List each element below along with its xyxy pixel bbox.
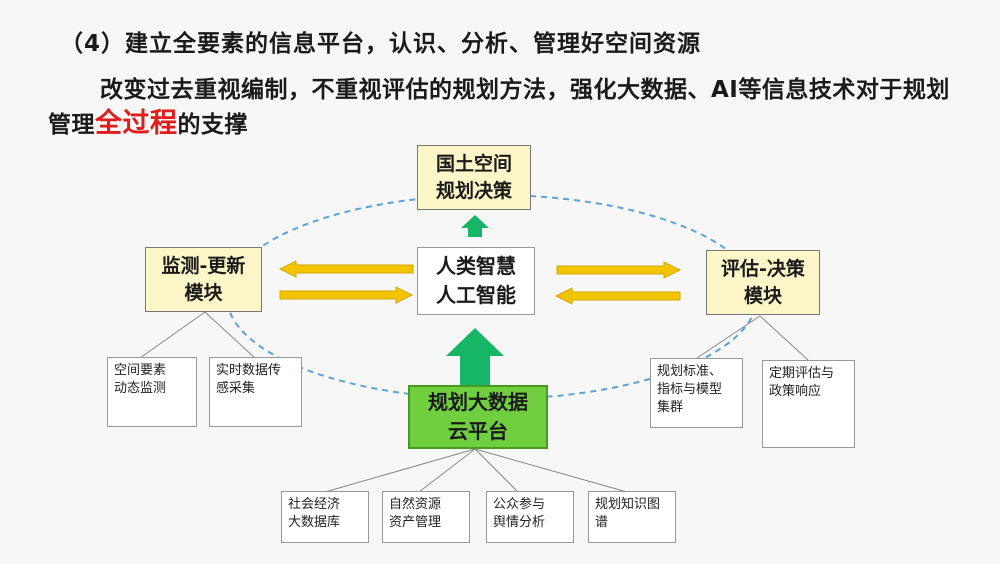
paragraph-text-end: 的支撑 (177, 112, 248, 138)
right-box-evaluation-module: 评估-决策 模块 (706, 250, 820, 315)
center-box-label: 人类智慧 人工智能 (436, 254, 516, 307)
leaf-label: 定期评估与 政策响应 (769, 366, 835, 399)
left-box-label: 监测-更新 模块 (161, 254, 246, 304)
left-box-monitoring-module: 监测-更新 模块 (145, 247, 262, 312)
right-box-label: 评估-决策 模块 (721, 257, 805, 307)
yellow-arrow-left-bottom (279, 286, 414, 304)
green-up-arrow-large (446, 328, 504, 385)
paragraph-highlight: 全过程 (95, 108, 178, 139)
leaf-label: 公众参与 舆情分析 (493, 497, 546, 530)
bottom-box-label: 规划大数据 云平台 (428, 390, 528, 443)
bottom-box-bigdata-platform: 规划大数据 云平台 (408, 385, 548, 449)
leaf-spatial-monitoring: 空间要素 动态监测 (107, 357, 197, 427)
top-box-label: 国土空间 规划决策 (435, 152, 512, 202)
yellow-arrow-right-bottom (554, 287, 681, 305)
leaf-label: 社会经济 大数据库 (288, 497, 341, 530)
leaf-natural-resources: 自然资源 资产管理 (382, 491, 470, 543)
leaf-public-participation: 公众参与 舆情分析 (486, 491, 574, 543)
leaf-realtime-sensing: 实时数据传 感采集 (209, 357, 302, 427)
yellow-arrow-left-top (278, 260, 414, 278)
slide-paragraph: 改变过去重视编制，不重视评估的规划方法，强化大数据、AI等信息技术对于规划管理全… (48, 74, 968, 142)
leaf-label: 规划知识图 谱 (595, 497, 661, 530)
leaf-knowledge-graph: 规划知识图 谱 (588, 491, 676, 543)
leaf-label: 规划标准、 指标与模型 集群 (657, 364, 723, 415)
green-up-arrow-small (461, 215, 489, 237)
leaf-standards-models: 规划标准、 指标与模型 集群 (650, 358, 743, 428)
top-box-planning-decision: 国土空间 规划决策 (417, 145, 531, 210)
slide-heading: （4）建立全要素的信息平台，认识、分析、管理好空间资源 (60, 31, 702, 57)
leaf-label: 空间要素 动态监测 (114, 363, 167, 396)
leaf-label: 实时数据传 感采集 (216, 363, 282, 396)
leaf-socioeconomic-database: 社会经济 大数据库 (281, 491, 369, 543)
leaf-label: 自然资源 资产管理 (389, 497, 442, 530)
yellow-arrow-right-top (556, 261, 682, 279)
center-box-intelligence: 人类智慧 人工智能 (417, 247, 535, 315)
paragraph-text: 改变过去重视编制，不重视评估的规划方法，强化大数据、AI等信息技术对于规划管理 (48, 77, 950, 138)
leaf-periodic-evaluation: 定期评估与 政策响应 (762, 360, 855, 448)
